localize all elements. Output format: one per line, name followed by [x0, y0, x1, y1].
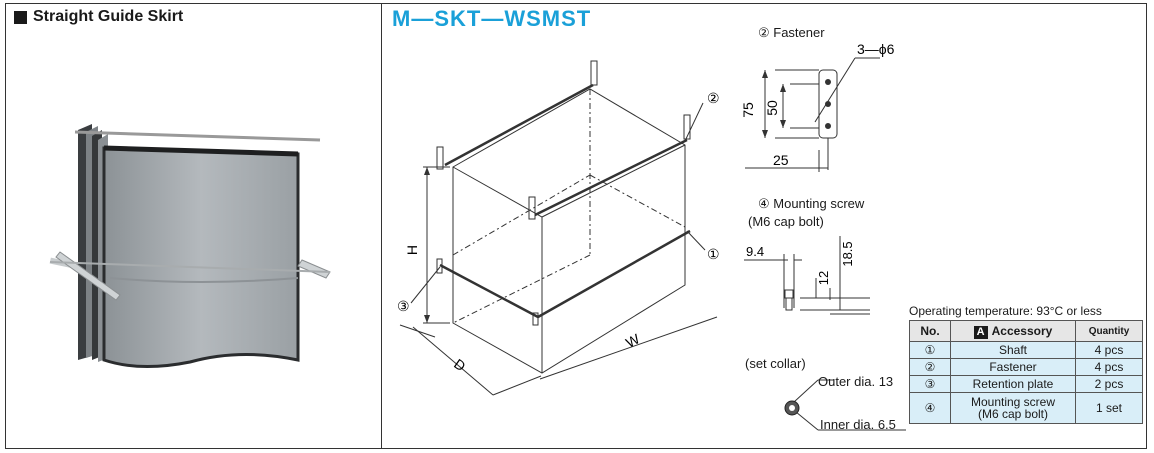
- row-no: ②: [909, 358, 951, 376]
- collar-drawing: [784, 379, 906, 431]
- fastener-drawing: 3—ϕ6 75 50 25: [740, 41, 895, 172]
- callout-3: ③: [397, 298, 410, 314]
- screw-dim-12: 12: [816, 271, 831, 285]
- width-dim-label: W: [623, 330, 643, 351]
- row-no: ③: [909, 375, 951, 393]
- row-qty: 1 set: [1075, 392, 1143, 424]
- collar-outer-dia: Outer dia. 13: [818, 374, 894, 389]
- table-row: ② Fastener 4 pcs: [909, 358, 1143, 376]
- page-frame: [5, 3, 1147, 449]
- screw-subtitle: (M6 cap bolt): [748, 214, 824, 229]
- screw-drawing: 9.4 12 18.5: [744, 236, 870, 315]
- fastener-title: ② Fastener: [758, 25, 825, 40]
- collar-title: (set collar): [745, 356, 806, 371]
- table-row: ③ Retention plate 2 pcs: [909, 375, 1143, 393]
- header-no: No.: [909, 320, 951, 342]
- row-item: Shaft: [950, 341, 1076, 359]
- screw-dim-94: 9.4: [746, 244, 764, 259]
- row-qty: 4 pcs: [1075, 341, 1143, 359]
- fastener-dim-50: 50: [764, 100, 780, 116]
- callout-1: ①: [707, 246, 720, 262]
- row-item: Fastener: [950, 358, 1076, 376]
- product-title-text: Straight Guide Skirt: [33, 8, 184, 25]
- table-row: ① Shaft 4 pcs: [909, 341, 1143, 359]
- callout-2: ②: [707, 90, 720, 106]
- row-no: ①: [909, 341, 951, 359]
- row-item: Mounting screw(M6 cap bolt): [950, 392, 1076, 424]
- badge-a: A: [973, 325, 988, 339]
- screw-title: ④ Mounting screw: [758, 196, 865, 211]
- operating-temperature: Operating temperature: 93°C or less: [909, 304, 1102, 318]
- fastener-dim-25: 25: [773, 152, 789, 168]
- product-title: Straight Guide Skirt: [14, 8, 183, 26]
- collar-inner-dia: Inner dia. 6.5: [820, 417, 896, 432]
- height-dim-label: H: [404, 245, 420, 255]
- row-qty: 2 pcs: [1075, 375, 1143, 393]
- row-item-line2: (M6 cap bolt): [977, 407, 1049, 421]
- fastener-dim-75: 75: [740, 102, 756, 118]
- row-qty: 4 pcs: [1075, 358, 1143, 376]
- square-bullet-icon: [14, 10, 27, 24]
- row-item: Retention plate: [950, 375, 1076, 393]
- product-photo: [49, 124, 331, 368]
- table-row: ④ Mounting screw(M6 cap bolt) 1 set: [909, 392, 1143, 424]
- header-quantity: Quantity: [1075, 320, 1143, 342]
- panel-divider: [381, 3, 382, 449]
- skirt-drawing: H D W ② ① ③: [397, 60, 720, 396]
- row-item-line1: Mounting screw: [970, 395, 1056, 409]
- model-code: M—SKT—WSMST: [392, 6, 592, 31]
- screw-dim-185: 18.5: [840, 241, 855, 266]
- header-accessory-text: Accessory: [991, 323, 1053, 338]
- fastener-holes-label: 3—ϕ6: [857, 41, 895, 57]
- row-no: ④: [909, 392, 951, 424]
